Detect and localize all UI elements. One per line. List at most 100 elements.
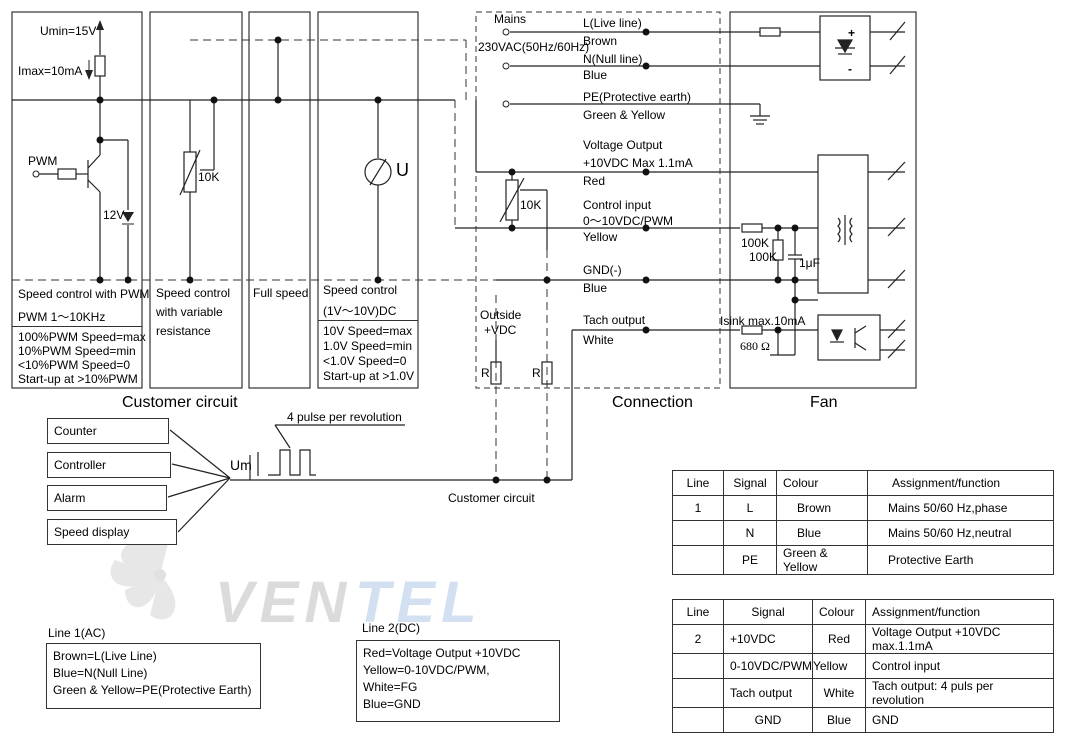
header-cell: Line	[672, 470, 724, 496]
var-res-title: Speed control with variable resistance	[156, 284, 230, 341]
connection-caption: Connection	[612, 394, 693, 411]
dc-title: Speed control	[323, 283, 398, 297]
cell: +10VDC	[722, 624, 814, 654]
r-label-1: R	[481, 366, 490, 380]
outside-voltage: +VDC	[484, 323, 517, 337]
cell: 1	[672, 495, 724, 521]
pwm-input-label: PWM	[28, 154, 58, 168]
pwm-rows: 100%PWM Speed=max 10%PWM Speed=min <10%P…	[18, 330, 146, 386]
cell: Tach output	[722, 678, 814, 708]
table-row: GND Blue GND	[672, 707, 1054, 733]
cell: 2	[672, 624, 724, 654]
pwm-row: 100%PWM Speed=max	[18, 330, 146, 344]
umin-label: Umin=15V	[40, 24, 97, 38]
cell: Red	[812, 624, 867, 654]
cell: GND	[865, 707, 1054, 733]
var-res-line: Speed control	[156, 286, 231, 300]
device-controller: Controller	[47, 452, 171, 478]
line2-row: White=FG	[363, 680, 418, 694]
line-gnd-name: GND(-)	[583, 263, 622, 277]
cell: L	[723, 495, 777, 521]
fan-plus: +	[848, 26, 856, 40]
cell: Brown	[776, 495, 868, 521]
cell: GND	[722, 707, 814, 733]
table-row: 2 +10VDC Red Voltage Output +10VDC max.1…	[672, 624, 1054, 654]
fan-caption: Fan	[810, 394, 838, 411]
line-ctrl-colour: Yellow	[583, 230, 618, 244]
pot-label: 10K	[198, 170, 220, 184]
svg-text:TEL: TEL	[355, 570, 483, 635]
dc-range: (1V～10V)DC	[323, 304, 397, 318]
pwm-row: 10%PWM Speed=min	[18, 344, 136, 358]
line-vout-name: Voltage Output	[583, 138, 663, 152]
header-cell: Line	[672, 599, 724, 625]
line2-legend: Red=Voltage Output +10VDC Yellow=0-10VDC…	[356, 640, 560, 722]
var-res-line: resistance	[156, 324, 211, 338]
table-row: N Blue Mains 50/60 Hz,neutral	[672, 520, 1054, 546]
line-gnd-colour: Blue	[583, 281, 608, 295]
line2-row: Yellow=0-10VDC/PWM,	[363, 663, 490, 677]
fan-r1-label: 100K	[741, 236, 770, 250]
imax-label: Imax=10mA	[18, 64, 83, 78]
cell: Control input	[865, 653, 1054, 679]
line-n-name: N(Null line)	[583, 52, 643, 66]
mains-voltage: 230VAC(50Hz/60Hz)	[478, 40, 590, 54]
cell: Green & Yellow	[776, 545, 868, 575]
line1-row: Green & Yellow=PE(Protective Earth)	[53, 683, 252, 697]
fan-cap-label: 1μF	[799, 256, 820, 270]
fan-r3-label: 680 Ω	[740, 339, 770, 353]
cell: 0-10VDC/PWM	[722, 653, 814, 679]
cell	[672, 707, 724, 733]
ventel-watermark-logo: VEN TEL	[110, 530, 483, 635]
full-speed-label: Full speed	[253, 286, 309, 300]
fan-r2-label: 100K	[749, 250, 778, 264]
cell	[672, 653, 724, 679]
cell: Voltage Output +10VDC max.1.1mA	[865, 624, 1054, 654]
cell: Yellow	[812, 653, 867, 679]
line-tach-name: Tach output	[583, 313, 646, 327]
line1-legend: Brown=L(Live Line) Blue=N(Null Line) Gre…	[46, 643, 261, 709]
svg-text:VEN: VEN	[215, 570, 352, 635]
header-cell: Assignment/function	[865, 599, 1054, 625]
pwm-freq: PWM 1～10KHz	[18, 310, 106, 324]
pwm-title: Speed control with PWM	[18, 287, 150, 301]
header-cell: Assignment/function	[867, 470, 1054, 496]
line2-row: Blue=GND	[363, 697, 421, 711]
device-counter: Counter	[47, 418, 169, 444]
pwm-divider	[12, 326, 142, 327]
line-pe-name: PE(Protective earth)	[583, 90, 692, 104]
dc-row: 10V Speed=max	[323, 324, 413, 338]
dc-row: Start-up at >1.0V	[323, 369, 415, 383]
fan-minus: -	[848, 62, 852, 76]
cell: Blue	[812, 707, 867, 733]
header-cell: Colour	[812, 599, 867, 625]
table-header: Line Signal Colour Assignment/function	[672, 470, 1054, 496]
line-tach-colour: White	[583, 333, 614, 347]
table-line2: Line Signal Colour Assignment/function 2…	[672, 599, 1054, 733]
var-res-line: with variable	[156, 305, 223, 319]
customer-circuit-caption: Customer circuit	[122, 394, 238, 411]
line-n-colour: Blue	[583, 68, 608, 82]
line-vout-extra: +10VDC Max 1.1mA	[583, 156, 693, 170]
pwm-row: Start-up at >10%PWM	[18, 372, 138, 386]
zener-label: 12V	[103, 208, 125, 222]
header-cell: Signal	[723, 470, 777, 496]
cell: Tach output: 4 puls per revolution	[865, 678, 1054, 708]
cell: N	[723, 520, 777, 546]
dc-rows: 10V Speed=max 1.0V Speed=min <1.0V Speed…	[323, 324, 414, 384]
um-label: Um	[230, 457, 252, 473]
table-row: PE Green & Yellow Protective Earth	[672, 545, 1054, 575]
table-row: 0-10VDC/PWM Yellow Control input	[672, 653, 1054, 679]
outside-label: Outside	[480, 308, 522, 322]
cell: Mains 50/60 Hz,neutral	[867, 520, 1054, 546]
line-pe-colour: Green & Yellow	[583, 108, 666, 122]
cell: Blue	[776, 520, 868, 546]
meter-label: U	[396, 160, 409, 180]
dc-divider	[318, 320, 418, 321]
cell	[672, 520, 724, 546]
table-header: Line Signal Colour Assignment/function	[672, 599, 1054, 625]
fan-isink-label: Isink max.10mA	[720, 314, 806, 328]
device-alarm: Alarm	[47, 485, 167, 511]
line1-row: Blue=N(Null Line)	[53, 666, 148, 680]
